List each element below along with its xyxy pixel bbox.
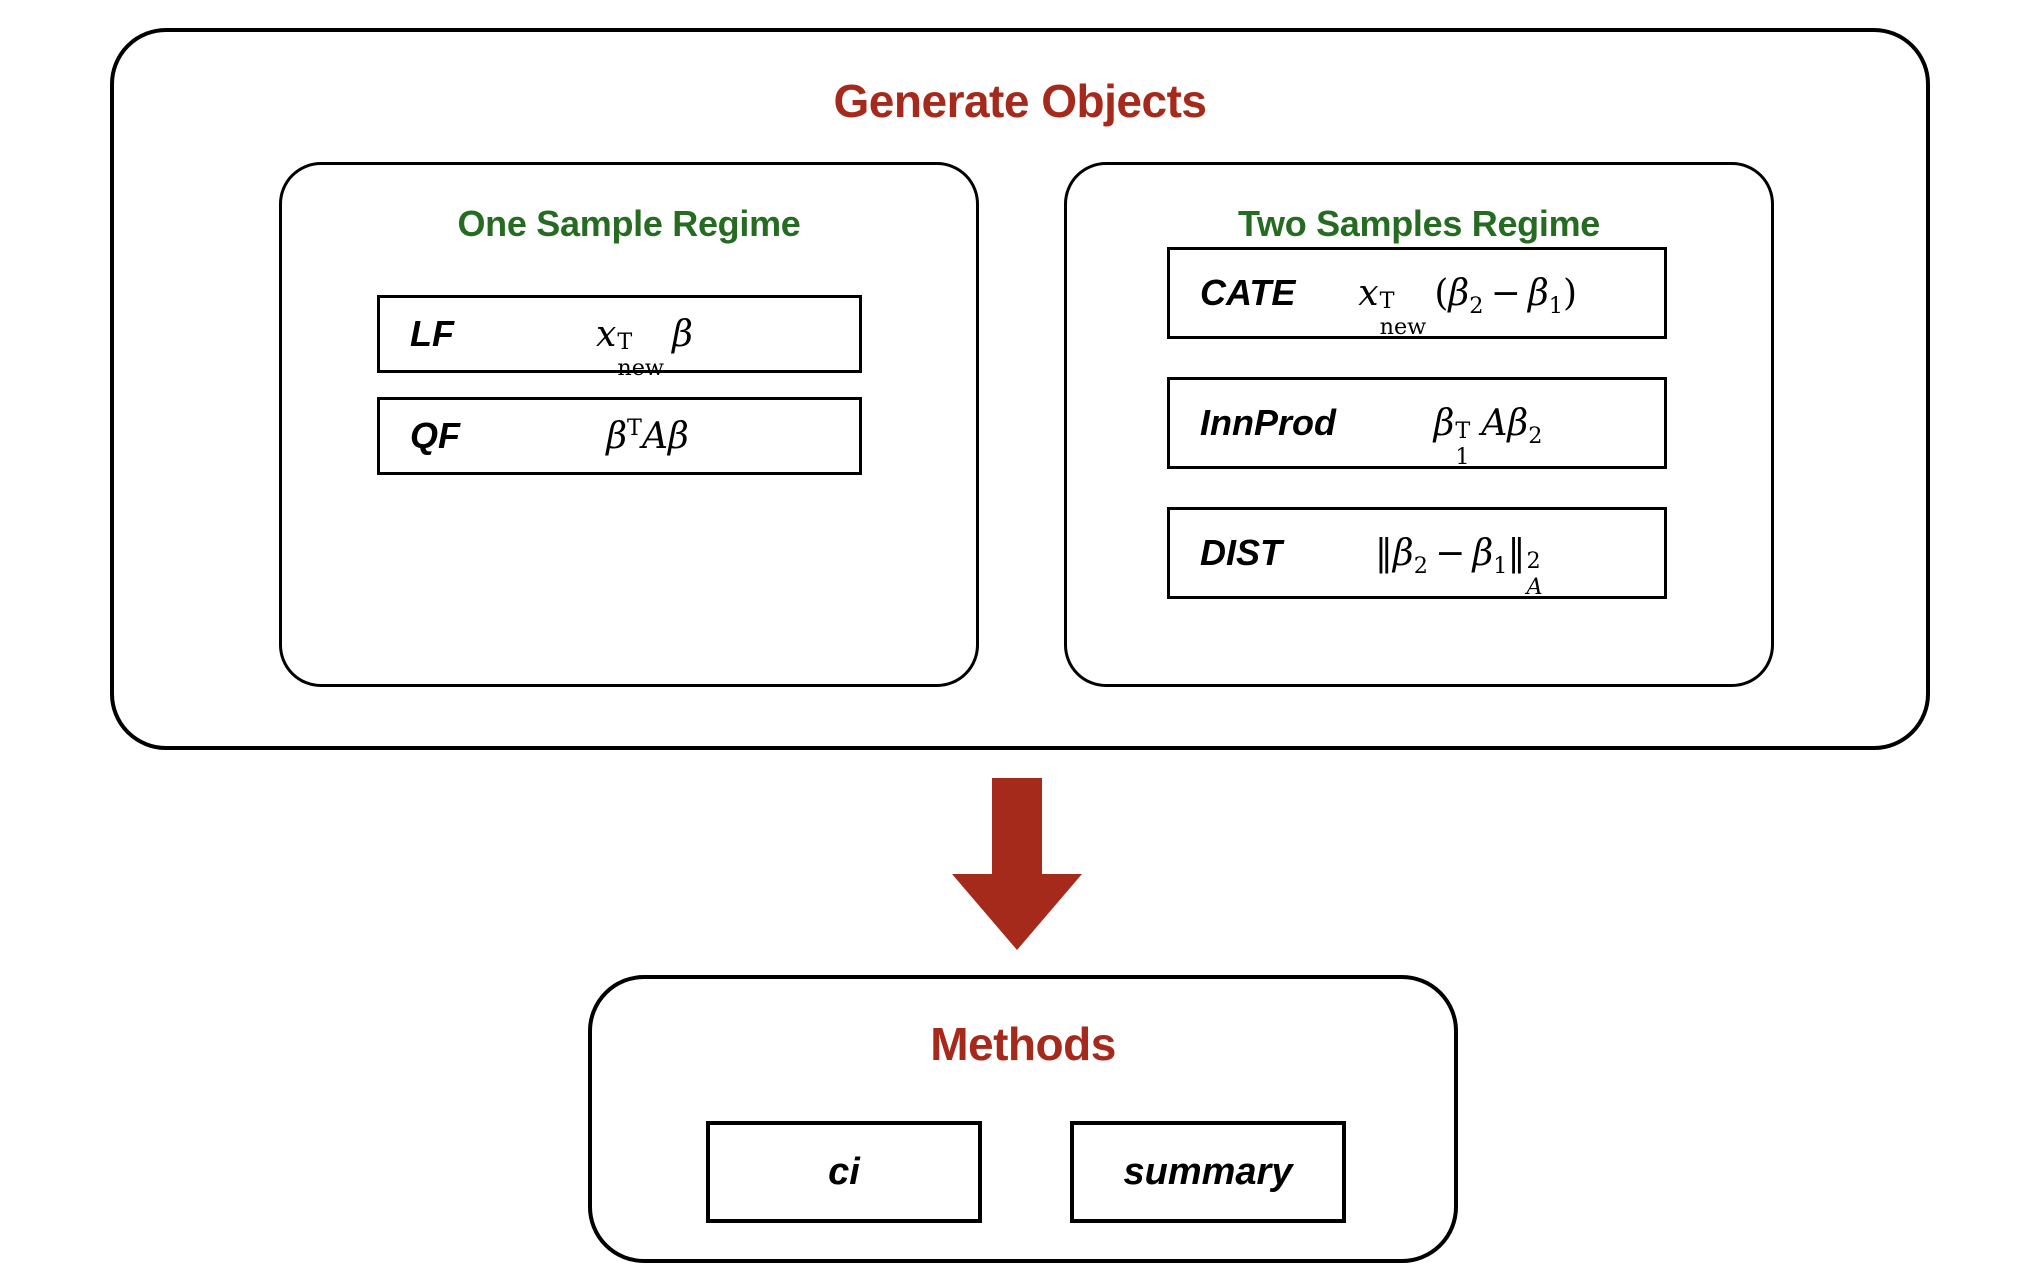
one-sample-regime-title: One Sample Regime (457, 203, 801, 244)
methods-title: Methods (930, 1018, 1116, 1070)
object-label-innprod: InnProd (1200, 402, 1336, 443)
object-label-lf: LF (410, 313, 454, 354)
two-samples-regime-title: Two Samples Regime (1237, 203, 1601, 244)
method-box-summary[interactable]: summary (1070, 1121, 1346, 1223)
down-arrow-icon (952, 778, 1082, 950)
method-box-ci[interactable]: ci (706, 1121, 982, 1223)
down-arrow-shape (952, 778, 1082, 950)
object-formula-qf: βTAβ (606, 414, 689, 457)
object-label-cate: CATE (1200, 272, 1296, 313)
object-row-qf[interactable]: QF βTAβ (377, 397, 862, 475)
object-label-qf: QF (410, 415, 460, 456)
methods-panel: Methods ci summary (588, 975, 1458, 1263)
object-label-dist: DIST (1200, 532, 1283, 573)
generate-objects-title: Generate Objects (833, 75, 1207, 127)
